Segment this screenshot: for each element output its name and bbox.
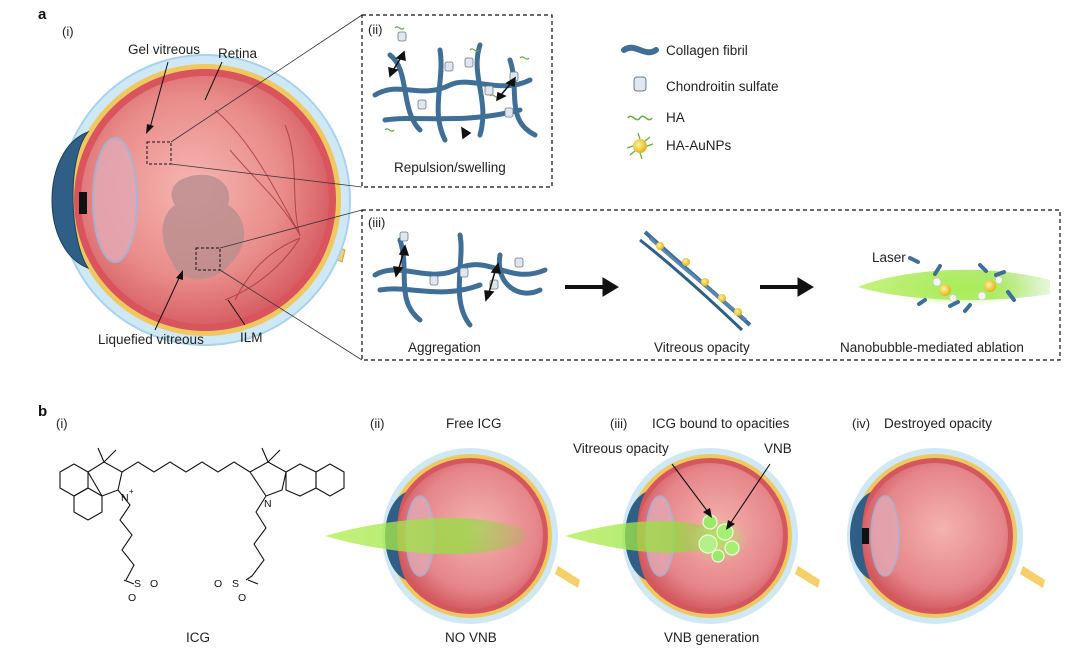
label-icg-bound: ICG bound to opacities (652, 416, 790, 431)
aggregation-cylinders (399, 231, 524, 290)
label-vitreous-opacity: Vitreous opacity (654, 340, 750, 355)
laser-ablation (858, 256, 1050, 313)
zoom-line (170, 163, 363, 188)
vnb-bubbles (688, 514, 748, 563)
eye-free-icg (325, 448, 580, 624)
panel-a-sub-i: (i) (62, 24, 74, 39)
legend-chondroitin-icon (633, 76, 647, 92)
pupil (79, 192, 87, 214)
label-icg: ICG (186, 630, 211, 645)
zoom-line (170, 14, 363, 143)
panel-b-sub-iv: (iv) (852, 416, 871, 431)
legend-ha-aunps-label: HA-AuNPs (666, 138, 732, 153)
label-free-icg: Free ICG (446, 416, 502, 431)
inset-iii-box (361, 209, 1061, 361)
eye-destroyed-opacity (847, 448, 1045, 624)
aggregation-arrows (393, 244, 501, 302)
vitreous-opacity-strand (639, 230, 752, 332)
label-repulsion-swelling: Repulsion/swelling (394, 160, 506, 175)
label-nanobubble-ablation: Nanobubble-mediated ablation (840, 340, 1024, 355)
eye-icg-bound (565, 448, 820, 624)
panel-a-sub-iii: (iii) (368, 215, 386, 230)
legend-ha-label: HA (666, 110, 685, 125)
panel-b-sub-i: (i) (56, 416, 68, 431)
arrowhead (146, 124, 154, 134)
collagen-aggregation (372, 232, 548, 328)
label-vnb: VNB (764, 441, 792, 456)
arrowhead (176, 270, 183, 280)
label-no-vnb: NO VNB (445, 630, 497, 645)
atom-o-minus-left: O (128, 592, 137, 604)
panel-b-sub-iii: (iii) (610, 416, 628, 431)
ilm-pointer (227, 299, 246, 326)
atom-s-left: S (134, 578, 142, 590)
lens (92, 137, 138, 263)
blood-vessels (214, 109, 301, 301)
atom-o-right: O (214, 578, 223, 590)
liquefied-inset-box (195, 247, 221, 271)
legend-icons (621, 44, 659, 160)
gel-vitreous-arrow (149, 61, 169, 129)
laser-beam-bound (565, 520, 725, 553)
vitreous-opacity-arrow (671, 463, 709, 513)
zoom-line (219, 269, 363, 361)
large-eye (51, 14, 363, 361)
legend-collagen-label: Collagen fibril (666, 43, 748, 58)
icg-structure (59, 447, 345, 585)
vnb-arrow (729, 463, 771, 525)
atom-n-plus: N (121, 492, 129, 504)
label-retina: Retina (218, 46, 258, 61)
atom-o-left: O (150, 578, 159, 590)
chondroitin-cylinders (397, 31, 519, 118)
label-b-vitreous-opacity: Vitreous opacity (573, 441, 669, 456)
label-gel-vitreous: Gel vitreous (128, 42, 201, 57)
label-liquefied-vitreous: Liquefied vitreous (98, 332, 204, 347)
panel-a-sub-ii: (ii) (368, 22, 383, 37)
atom-o-minus-right: O (238, 592, 247, 604)
legend-chondroitin-label: Chondroitin sulfate (666, 79, 779, 94)
atom-charge-plus: + (129, 487, 134, 496)
laser-beam-free (325, 517, 525, 555)
atom-s-right: S (232, 578, 240, 590)
legend-ha-icon (627, 115, 653, 121)
liquefied-arrow (154, 275, 181, 331)
panel-label-a: a (38, 6, 47, 23)
zoom-line (219, 209, 363, 249)
label-destroyed-opacity: Destroyed opacity (884, 416, 993, 431)
retina-pointer (204, 61, 223, 101)
inset-ii-box (361, 14, 553, 188)
collagen-network-swelling (372, 42, 538, 143)
atom-n: N (264, 498, 272, 510)
label-vnb-generation: VNB generation (664, 630, 760, 645)
panel-b-sub-ii: (ii) (370, 416, 385, 431)
legend-ha-aunps-icon (626, 132, 654, 160)
process-arrows (565, 277, 814, 297)
legend-collagen-icon (621, 44, 659, 56)
label-aggregation: Aggregation (408, 340, 481, 355)
gel-vitreous-inset-box (146, 141, 172, 165)
repulsion-arrows (388, 50, 516, 140)
label-ilm: ILM (240, 330, 263, 345)
label-laser: Laser (872, 250, 906, 265)
panel-label-b: b (38, 403, 48, 420)
liquefied-vitreous-region (162, 174, 245, 280)
cornea (51, 130, 90, 270)
